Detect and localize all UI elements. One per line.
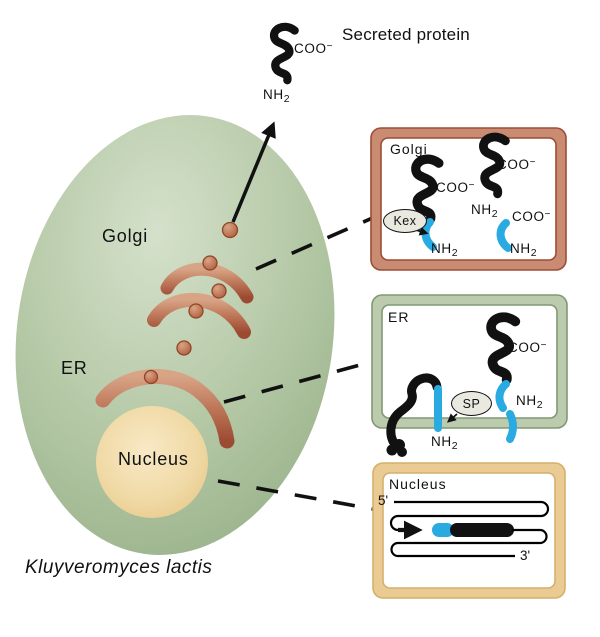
vesicle	[143, 369, 159, 385]
chem-coo-er: COO−	[508, 340, 547, 355]
golgi-stack-2	[147, 293, 251, 339]
er-inset-title: ER	[388, 309, 410, 325]
chem-nh2-golgi-cleaved: NH2	[510, 241, 537, 259]
dashed-connector-nucleus	[217, 479, 374, 511]
vesicle	[221, 221, 239, 239]
chem-nh2-golgi-right: NH2	[471, 202, 498, 220]
nucleus-body	[96, 406, 208, 518]
nucleus-inset-title: Nucleus	[389, 476, 447, 492]
sp-oval: SP	[451, 391, 492, 416]
kex-oval: Kex	[383, 209, 427, 233]
cell-body	[15, 115, 335, 555]
chem-nh2-secreted: NH2	[263, 87, 290, 105]
golgi-inset-title: Golgi	[390, 141, 428, 157]
golgi-stack-1	[160, 262, 254, 304]
sp-arrow	[446, 413, 458, 423]
signal-peptide-er-attached	[495, 380, 510, 412]
chem-coo-golgi-left: COO−	[436, 180, 475, 195]
organism-label: Kluyveromyces lactis	[25, 557, 213, 578]
three-prime-label: 3'	[520, 548, 531, 563]
five-prime-label: 5'	[378, 493, 389, 508]
kex-label: Kex	[393, 214, 417, 228]
gene-serpentine-bottom	[390, 528, 548, 558]
secreted-protein-label: Secreted protein	[342, 25, 470, 44]
chem-nh2-er-membrane: NH2	[431, 434, 458, 452]
signal-peptide-golgi-cleaved	[496, 219, 512, 252]
ribosome-blob	[386, 439, 407, 457]
gene-serpentine-top	[389, 500, 550, 532]
gene-bar	[450, 523, 514, 537]
er-membrane	[95, 369, 235, 449]
chem-coo-secreted: COO−	[294, 41, 333, 56]
vesicles	[143, 221, 239, 385]
sp-label: SP	[462, 396, 481, 411]
vesicle	[176, 340, 192, 356]
chem-coo-golgi-cleaved: COO−	[512, 209, 551, 224]
secretion-arrow	[231, 121, 276, 223]
cell-nucleus-label: Nucleus	[118, 449, 189, 469]
er-inset-box	[371, 294, 568, 429]
vesicle	[188, 303, 204, 319]
dashed-connector-er	[223, 360, 372, 404]
er-translocating-chain	[386, 373, 442, 452]
cell-er-label: ER	[61, 358, 88, 378]
chem-nh2-er: NH2	[516, 393, 543, 411]
signal-sequence-segment	[432, 523, 454, 537]
chem-coo-golgi-right: COO−	[497, 157, 536, 172]
cell-golgi-label: Golgi	[102, 226, 149, 246]
chem-nh2-golgi-left: NH2	[431, 241, 458, 259]
secreted-protein-squiggle	[274, 27, 295, 80]
vesicle	[211, 283, 227, 299]
signal-peptide-er-membrane	[506, 410, 517, 443]
vesicle	[202, 255, 218, 271]
